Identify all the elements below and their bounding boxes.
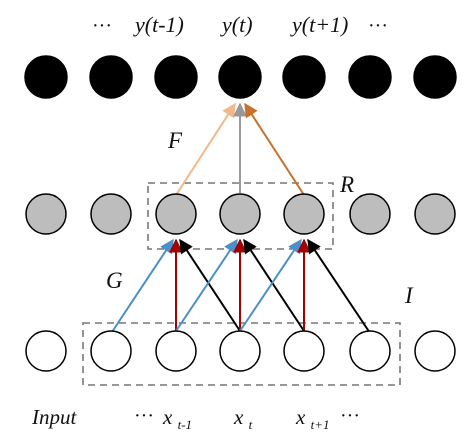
- label-r: R: [339, 172, 354, 197]
- label-y-t: y(t): [220, 12, 253, 37]
- hidden-layer: [25, 193, 456, 235]
- top-ellipsis-left: ···: [92, 15, 112, 37]
- output-node: [24, 55, 68, 99]
- label-y-t-minus-1: y(t-1): [133, 12, 184, 37]
- input-node: [349, 330, 391, 372]
- output-node: [218, 55, 262, 99]
- hidden-node: [155, 193, 197, 235]
- label-x-t-minus-1: x t-1: [162, 405, 192, 432]
- input-node: [25, 330, 67, 372]
- hidden-node: [90, 193, 132, 235]
- hidden-node: [349, 193, 391, 235]
- label-g: G: [106, 268, 123, 293]
- output-node: [413, 55, 457, 99]
- hidden-node: [25, 193, 67, 235]
- output-node: [348, 55, 392, 99]
- top-ellipsis-right: ···: [368, 15, 388, 37]
- arrow-g-blue-3: [239, 238, 302, 332]
- input-node: [414, 330, 456, 372]
- output-layer: [24, 55, 457, 99]
- input-layer: [25, 330, 456, 372]
- arrow-g-blue-1: [109, 238, 174, 336]
- output-node: [282, 55, 326, 99]
- label-x-t: x t: [233, 405, 253, 432]
- label-x-t-plus-1: x t+1: [295, 405, 329, 432]
- arrow-g-black-1: [179, 238, 241, 332]
- recurrent-block-box: [147, 182, 334, 250]
- input-block-box: [82, 322, 401, 386]
- bottom-ellipsis-left: ···: [134, 405, 154, 427]
- arrow-g-black-2: [243, 238, 305, 332]
- hidden-node: [414, 193, 456, 235]
- hidden-node: [219, 193, 261, 235]
- input-node: [219, 330, 261, 372]
- input-node: [155, 330, 197, 372]
- hidden-node: [283, 193, 325, 235]
- arrow-f-right: [244, 102, 305, 196]
- input-node: [90, 330, 132, 372]
- arrow-g-blue-2: [175, 238, 238, 332]
- output-node: [154, 55, 198, 99]
- arrow-g-black-3: [307, 238, 371, 334]
- label-f: F: [167, 128, 183, 153]
- arrow-f-left: [175, 102, 236, 196]
- output-node: [89, 55, 133, 99]
- label-input: Input: [31, 405, 77, 429]
- input-node: [283, 330, 325, 372]
- bottom-ellipsis-right: ···: [340, 405, 360, 427]
- label-y-t-plus-1: y(t+1): [290, 12, 348, 37]
- label-i: I: [404, 283, 414, 308]
